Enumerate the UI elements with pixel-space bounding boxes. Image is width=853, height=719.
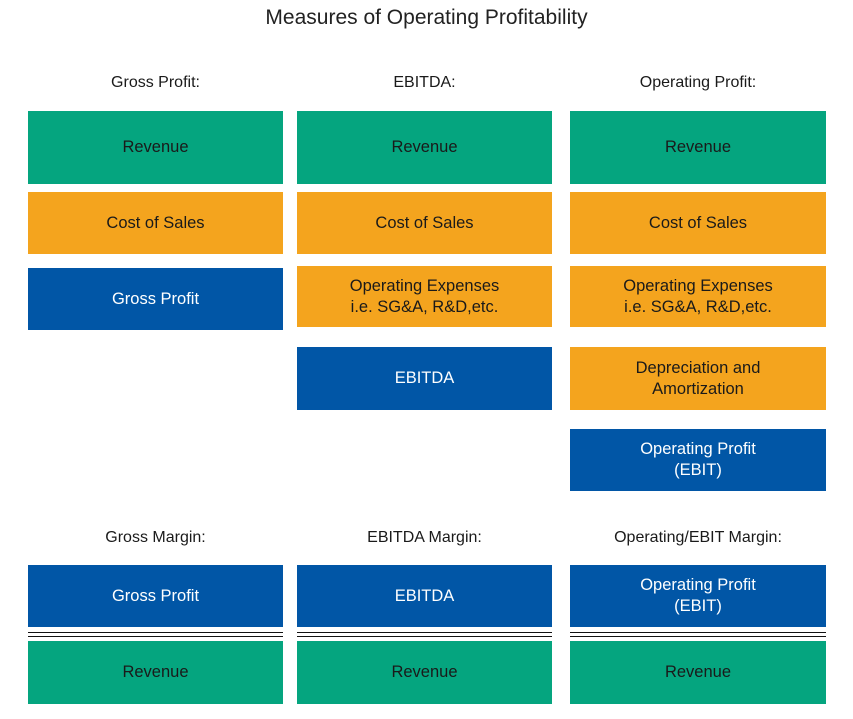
ebitda-margin-numerator: EBITDA	[297, 565, 552, 627]
ebitda-operating-expenses-block: Operating Expenses i.e. SG&A, R&D,etc.	[297, 266, 552, 327]
gross-margin-denominator: Revenue	[28, 641, 283, 704]
gross-margin-divider-top	[28, 632, 283, 633]
gross-margin-heading: Gross Margin:	[105, 529, 206, 546]
operating-profit-revenue-block: Revenue	[570, 111, 826, 184]
operating-margin-heading: Operating/EBIT Margin:	[614, 529, 782, 546]
operating-profit-depreciation-block: Depreciation and Amortization	[570, 347, 826, 410]
ebitda-revenue-block: Revenue	[297, 111, 552, 184]
operating-margin-denominator: Revenue	[570, 641, 826, 704]
gross-profit-revenue-block: Revenue	[28, 111, 283, 184]
ebitda-result-block: EBITDA	[297, 347, 552, 410]
operating-profit-cost-of-sales-block: Cost of Sales	[570, 192, 826, 254]
ebitda-margin-divider-top	[297, 632, 552, 633]
ebitda-margin-heading: EBITDA Margin:	[367, 529, 482, 546]
operating-margin-numerator: Operating Profit (EBIT)	[570, 565, 826, 627]
operating-profit-operating-expenses-block: Operating Expenses i.e. SG&A, R&D,etc.	[570, 266, 826, 327]
gross-profit-result-block: Gross Profit	[28, 268, 283, 330]
gross-profit-heading: Gross Profit:	[111, 74, 200, 91]
operating-profit-result-block: Operating Profit (EBIT)	[570, 429, 826, 491]
diagram-title: Measures of Operating Profitability	[265, 6, 588, 29]
gross-margin-divider-bottom	[28, 636, 283, 637]
operating-profit-heading: Operating Profit:	[639, 74, 757, 91]
operating-margin-divider-top	[570, 632, 826, 633]
ebitda-heading: EBITDA:	[393, 74, 456, 91]
ebitda-cost-of-sales-block: Cost of Sales	[297, 192, 552, 254]
ebitda-margin-divider-bottom	[297, 636, 552, 637]
gross-profit-cost-of-sales-block: Cost of Sales	[28, 192, 283, 254]
ebitda-margin-denominator: Revenue	[297, 641, 552, 704]
gross-margin-numerator: Gross Profit	[28, 565, 283, 627]
operating-margin-divider-bottom	[570, 636, 826, 637]
